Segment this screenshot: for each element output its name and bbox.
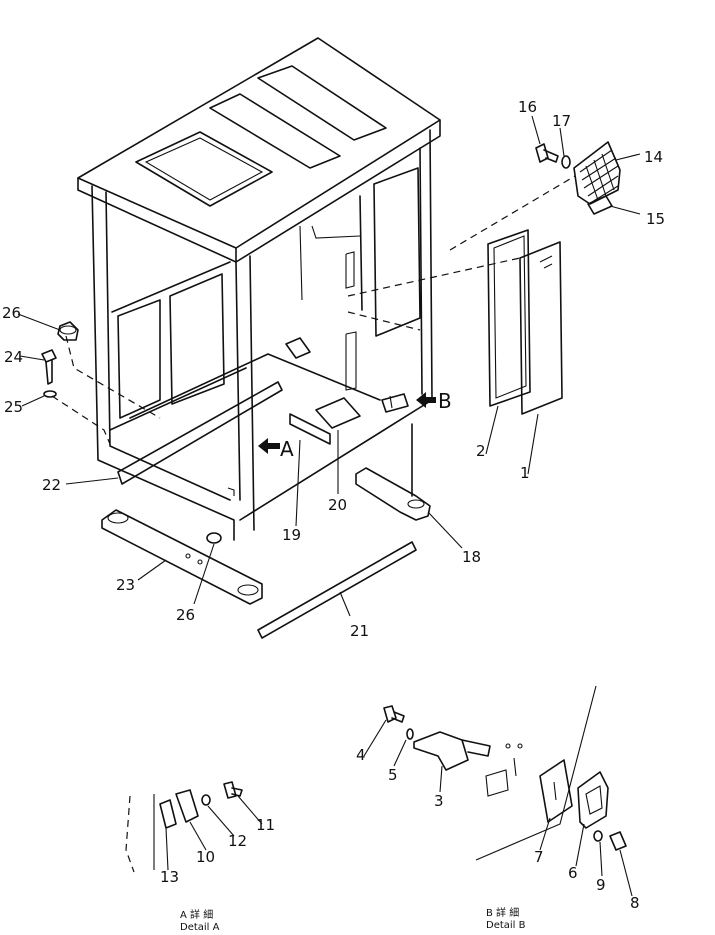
view-arrow-b	[416, 392, 436, 408]
label-22: 22	[42, 476, 61, 494]
detail-a-caption-en: Detail A	[180, 922, 220, 933]
label-12: 12	[228, 832, 247, 850]
washer-17-part	[561, 155, 571, 169]
label-25: 25	[4, 398, 23, 416]
label-19: 19	[282, 526, 301, 544]
label-10: 10	[196, 848, 215, 866]
part-labels: 1 2 3 4 5 6 7 8 9 10 11 12 13 14 15 16 1…	[2, 98, 665, 912]
roof-hatch-rear	[257, 65, 387, 141]
detail-b-caption-en: Detail B	[486, 920, 526, 931]
label-18: 18	[462, 548, 481, 566]
mount-18-part	[355, 467, 431, 521]
label-1: 1	[520, 464, 530, 482]
bolt-24-part	[41, 349, 57, 385]
label-26-upper: 26	[2, 304, 21, 322]
label-20: 20	[328, 496, 347, 514]
bar-19-part	[289, 413, 331, 445]
latch-assembly	[381, 393, 409, 413]
side-window-right	[169, 273, 225, 405]
bar-21-part	[257, 541, 417, 639]
label-5: 5	[388, 766, 398, 784]
label-14: 14	[644, 148, 663, 166]
view-marker-a: A	[280, 437, 294, 461]
roof-hatch-large	[135, 131, 273, 207]
label-23: 23	[116, 576, 135, 594]
side-window-left	[117, 299, 161, 419]
assembly-lines	[51, 175, 576, 445]
roof-hatch-middle	[209, 93, 341, 169]
detail-b	[383, 685, 627, 861]
detail-a-caption-jp: A 詳 細	[180, 908, 213, 921]
view-marker-b: B	[438, 389, 452, 413]
detail-b-caption-jp: B 詳 細	[486, 906, 519, 919]
nut-26-lower-part	[206, 532, 222, 544]
label-24: 24	[4, 348, 23, 366]
label-15: 15	[646, 210, 665, 228]
label-26-lower: 26	[176, 606, 195, 624]
window-glass-part	[519, 241, 563, 415]
label-16: 16	[518, 98, 537, 116]
mesh-cover-part	[573, 141, 621, 215]
rear-door-window	[373, 167, 421, 337]
window-seal-part	[487, 229, 531, 407]
label-3: 3	[434, 792, 444, 810]
label-7: 7	[534, 848, 544, 866]
detail-a	[125, 781, 243, 873]
label-9: 9	[596, 876, 606, 894]
label-2: 2	[476, 442, 486, 460]
cab-roof	[77, 37, 441, 249]
plate-20-part	[315, 397, 361, 429]
label-17: 17	[552, 112, 571, 130]
view-arrow-a	[258, 438, 280, 454]
label-4: 4	[356, 746, 366, 764]
label-11: 11	[256, 816, 275, 834]
bolt-16-part	[535, 143, 559, 163]
label-8: 8	[630, 894, 640, 912]
label-21: 21	[350, 622, 369, 640]
nut-26-part	[57, 321, 79, 341]
bar-22-part	[117, 381, 283, 485]
label-6: 6	[568, 864, 578, 882]
leader-lines	[17, 115, 641, 897]
mount-23-part	[101, 509, 263, 605]
washer-25-part	[43, 390, 57, 398]
label-13: 13	[160, 868, 179, 886]
